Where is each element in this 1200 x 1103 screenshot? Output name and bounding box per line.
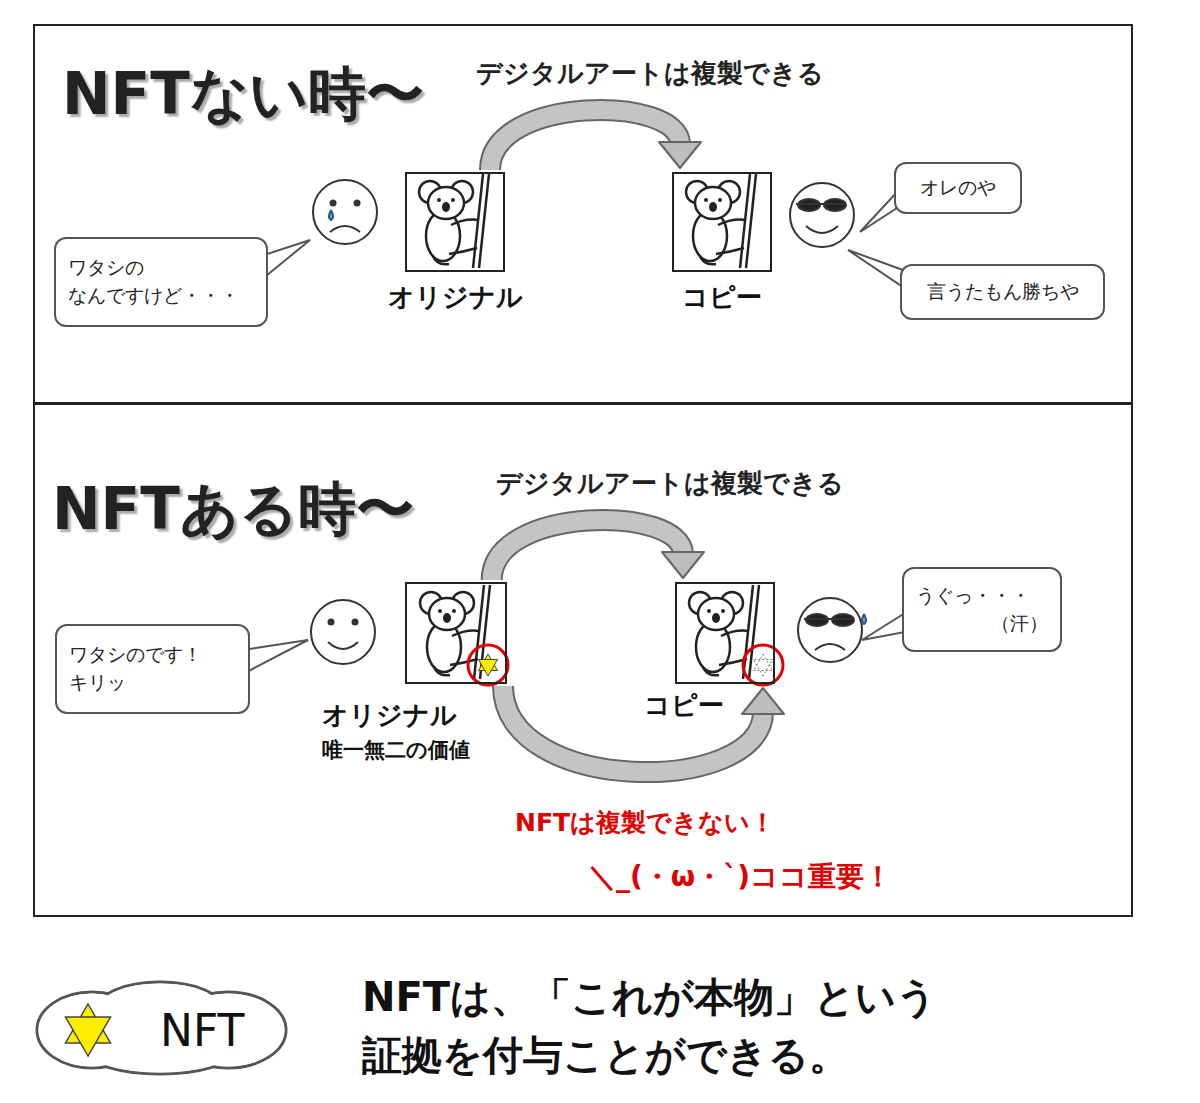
bubble-text: 言うたもん勝ちや [914,278,1091,306]
arrow-shaft-outline [503,686,763,772]
bubble-text: うぐっ・・・ （汗） [916,582,1048,637]
nft-mark [754,654,773,671]
bubble-text: オレのや [908,174,1008,202]
face-icon [329,620,334,625]
face-icon [328,642,358,649]
cloud-text: NFT [35,1005,244,1056]
face-icon [311,180,866,664]
art-label: コピー [644,688,724,723]
art-frame: コピー [672,172,772,272]
bubble-tail [860,192,897,232]
arrow-head [742,688,784,714]
art-frame: オリジナル [405,172,505,272]
speech-bubble: ワタシのです！ キリッ [55,624,250,714]
cloud-shape [66,1017,111,1056]
koala-art [419,174,489,268]
face-icon [804,618,854,620]
face-icon [355,201,360,206]
art-frame: オリジナル唯一無二の価値 [405,582,507,684]
nft-mark [743,645,783,685]
scene-title: NFTない時〜 [62,56,424,134]
arrow-shaft [492,520,683,580]
art-label: オリジナル [388,280,523,315]
arrow-shaft [503,686,763,772]
nft-mark [468,645,783,685]
koala-art [420,585,490,679]
art-sublabel: 唯一無二の価値 [322,736,470,764]
bubble-tail [243,192,905,674]
summary-text: NFTは、「これが本物」という 証拠を付与ことができる。 [362,968,1002,1084]
face-icon [815,644,845,650]
arrow-shaft [490,110,680,170]
arrow-head [659,142,701,168]
art-frame: コピー [675,582,775,684]
face-icon [806,226,838,233]
arrow-head [662,552,704,578]
bubble-text: ワタシのです！ キリッ [69,641,236,696]
scene-title: NFTある時〜 [52,471,414,549]
speech-bubble: うぐっ・・・ （汗） [902,567,1062,652]
art-label: オリジナル [322,698,457,733]
speech-bubble: 言うたもん勝ちや [900,264,1105,320]
bubble-text: ワタシの なんですけど・・・ [68,254,254,309]
face-icon [313,180,377,244]
koala-art [419,174,759,679]
face-icon [790,183,854,247]
face-icon [353,620,358,625]
face-icon [796,203,846,205]
nft-mark [468,645,508,685]
arrow-label: デジタルアートは複製できる [475,466,865,501]
bubble-tail [862,613,905,640]
arrow-label: デジタルアートは複製できる [460,56,840,91]
arrow-label: NFTは複製できない！ [490,806,800,839]
face-icon [862,614,866,624]
art-label: コピー [682,280,762,315]
face-icon [329,210,333,220]
nft-cloud: NFT [35,985,290,1075]
face-icon [331,201,336,206]
speech-bubble: ワタシの なんですけど・・・ [54,237,268,327]
nft-mark [479,660,498,677]
emphasis-note: ＼_(・ω・`)ココ重要！ [588,858,928,896]
koala-art [689,585,759,679]
nft-mark [754,660,773,677]
flow-arrow [492,520,704,580]
face-icon [798,598,862,662]
arrow-shaft-outline [492,520,683,580]
bubble-tail [848,250,903,287]
face-icon [311,600,375,664]
face-icon [330,226,360,232]
flow-arrow [490,110,701,170]
arrow-shaft-outline [490,110,680,170]
flow-arrow [503,686,784,772]
koala-art [686,174,756,268]
speech-bubble: オレのや [894,162,1022,214]
bubble-tail [243,640,308,674]
